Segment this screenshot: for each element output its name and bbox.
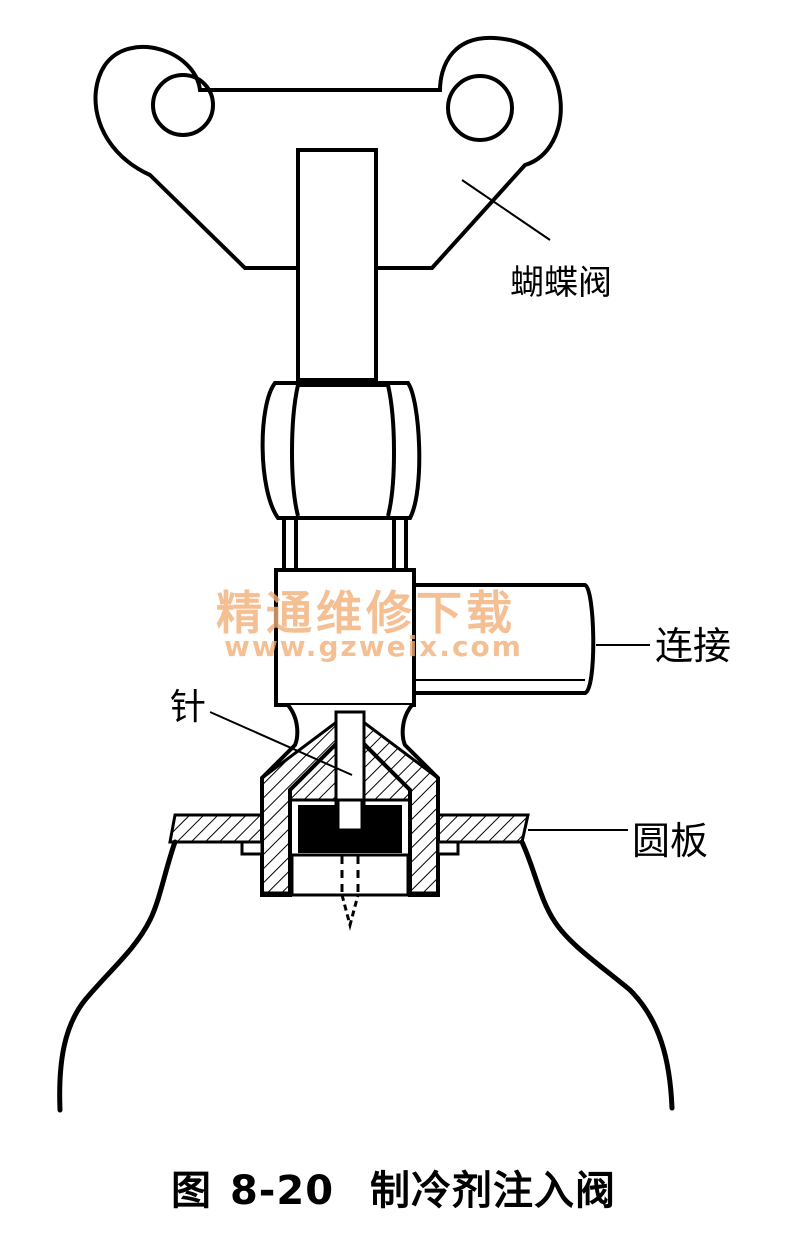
watermark-text: 精通维修下载 <box>216 586 516 640</box>
caption-number: 8-20 <box>229 1168 335 1214</box>
disc-plate <box>168 813 530 856</box>
valve-body <box>274 568 416 707</box>
inner-cup <box>290 853 410 931</box>
label-butterfly-valve: 蝴蝶阀 <box>510 263 612 303</box>
label-disc: 圆板 <box>632 819 709 863</box>
watermark-url: www.gzweix.com <box>224 630 523 663</box>
figure-caption: 图 8-20 制冷剂注入阀 <box>0 1158 787 1216</box>
connection-port <box>412 583 596 695</box>
gas-cylinder <box>57 839 675 1113</box>
caption-prefix: 图 <box>170 1168 212 1214</box>
label-connection: 连接 <box>655 624 732 668</box>
label-needle: 针 <box>170 687 207 728</box>
leader-lines <box>209 179 650 831</box>
valve-stem <box>296 148 378 382</box>
hex-nut <box>260 381 422 520</box>
caption-title: 制冷剂注入阀 <box>370 1168 617 1214</box>
valve-neck <box>282 516 408 572</box>
